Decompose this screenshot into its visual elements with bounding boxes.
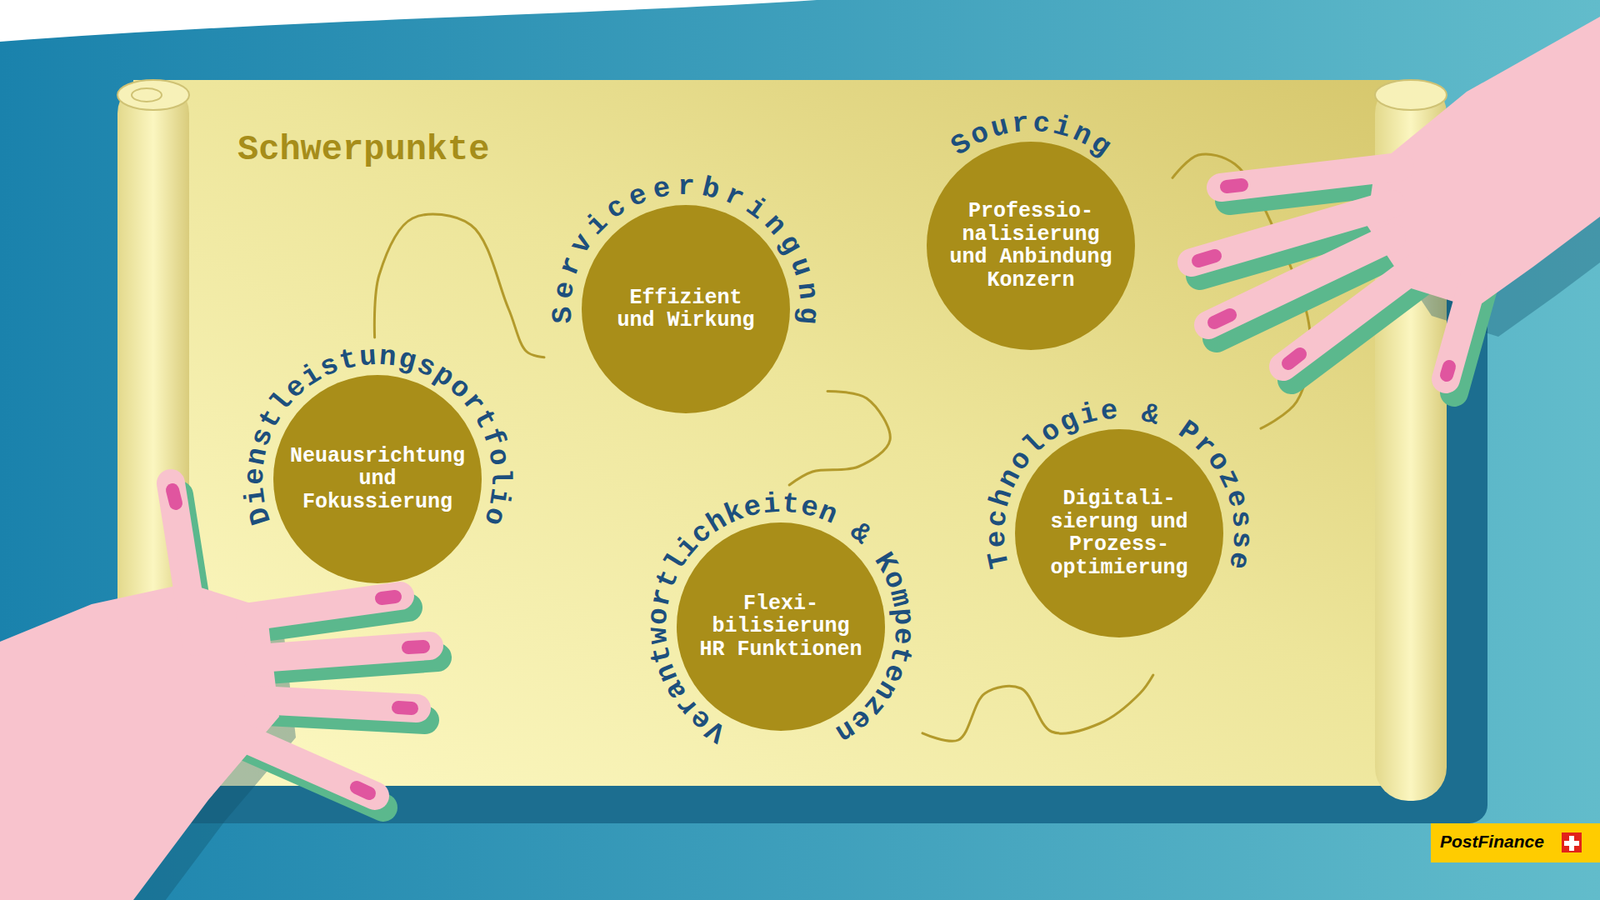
squiggle-connector [789, 391, 890, 485]
logo-text: PostFinance [1440, 831, 1545, 852]
circle-heading-path: Dienstleistungsportfolio [239, 340, 516, 531]
focus-circle [676, 522, 885, 731]
focus-node: SourcingProfessio- nalisierung und Anbin… [889, 104, 1173, 388]
circle-body: Neuausrichtung und Fokussierung [288, 445, 468, 515]
logo-cross-square [1561, 832, 1582, 853]
focus-circle [1015, 429, 1224, 638]
circle-body: Flexi- bilisierung HR Funktionen [697, 592, 865, 662]
circle-heading: Sourcing [945, 107, 1120, 165]
squiggle-connector [374, 214, 545, 358]
logo-box [1430, 823, 1600, 863]
circle-body: Digitali- sierung und Prozess- optimieru… [1042, 487, 1197, 580]
circle-body: Professio- nalisierung und Anbindung Kon… [947, 200, 1115, 292]
scroll-paper [133, 80, 1417, 786]
focus-node: Verantwortlichkeiten & KompetenzenFlexi-… [639, 485, 923, 769]
focus-node: DienstleistungsportfolioNeuausrichtung u… [235, 337, 520, 621]
circle-heading: Serviceerbringung [547, 170, 825, 332]
logo-cross [1564, 835, 1580, 851]
circle-body: Effizient und Wirkung [615, 286, 757, 333]
squiggle-connector [922, 675, 1154, 741]
fingers [1191, 166, 1475, 380]
top-curve [0, 0, 817, 42]
circle-heading-path: Verantwortlichkeiten & Kompetenzen [642, 488, 920, 750]
scroll-curl [131, 88, 162, 102]
circle-heading-path: Serviceerbringung [547, 170, 825, 332]
focus-circle [581, 205, 790, 414]
circle-heading-path: Sourcing [945, 107, 1120, 165]
scroll-roll-end [1375, 80, 1447, 110]
diagram-title: Schwerpunkte [237, 130, 490, 170]
scroll-roll-end [117, 80, 190, 110]
focus-node: ServiceerbringungEffizient und Wirkung [544, 167, 828, 451]
circle-heading: Verantwortlichkeiten & Kompetenzen [642, 488, 920, 750]
hand-right [1191, 16, 1600, 393]
focus-circle [926, 141, 1135, 350]
focus-node: Technologie & ProzesseDigitali- sierung … [977, 391, 1261, 675]
circle-heading: Dienstleistungsportfolio [239, 340, 516, 531]
focus-circle [273, 375, 482, 584]
nails [1198, 185, 1450, 375]
